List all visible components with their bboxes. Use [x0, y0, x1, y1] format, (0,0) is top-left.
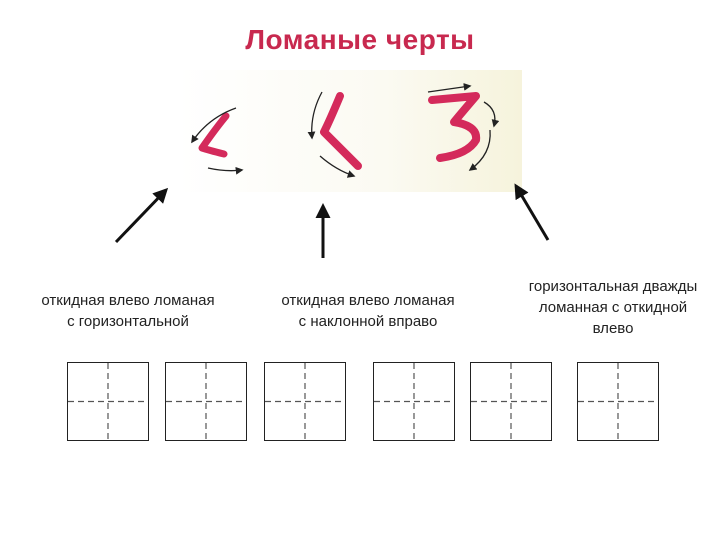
label-stroke-1: откидная влево ломаная с горизонтальной — [41, 292, 215, 330]
stroke-3-figure — [427, 83, 500, 171]
writing-grid-cell[interactable] — [373, 362, 455, 441]
stroke-2-figure — [307, 91, 362, 178]
pointer-arrow-1 — [114, 187, 169, 244]
pointer-arrow-3 — [514, 183, 550, 241]
grid-guide-lines — [471, 363, 551, 440]
page-title: Ломаные черты — [245, 24, 475, 55]
writing-grid-cell[interactable] — [165, 362, 247, 441]
writing-grid-cell[interactable] — [577, 362, 659, 441]
grid-guide-lines — [68, 363, 148, 440]
grid-guide-lines — [166, 363, 246, 440]
grid-guide-lines — [578, 363, 658, 440]
grid-guide-lines — [374, 363, 454, 440]
writing-grid-cell[interactable] — [67, 362, 149, 441]
strokes-panel — [178, 70, 522, 192]
stroke-illustrations — [191, 83, 500, 178]
stroke-1-figure — [191, 107, 244, 175]
writing-grid-cell[interactable] — [470, 362, 552, 441]
writing-grid-cell[interactable] — [264, 362, 346, 441]
label-stroke-3: горизонтальная дважды ломанная с откидно… — [528, 278, 698, 337]
grid-guide-lines — [265, 363, 345, 440]
label-stroke-2: откидная влево ломаная с наклонной вправ… — [281, 292, 455, 330]
